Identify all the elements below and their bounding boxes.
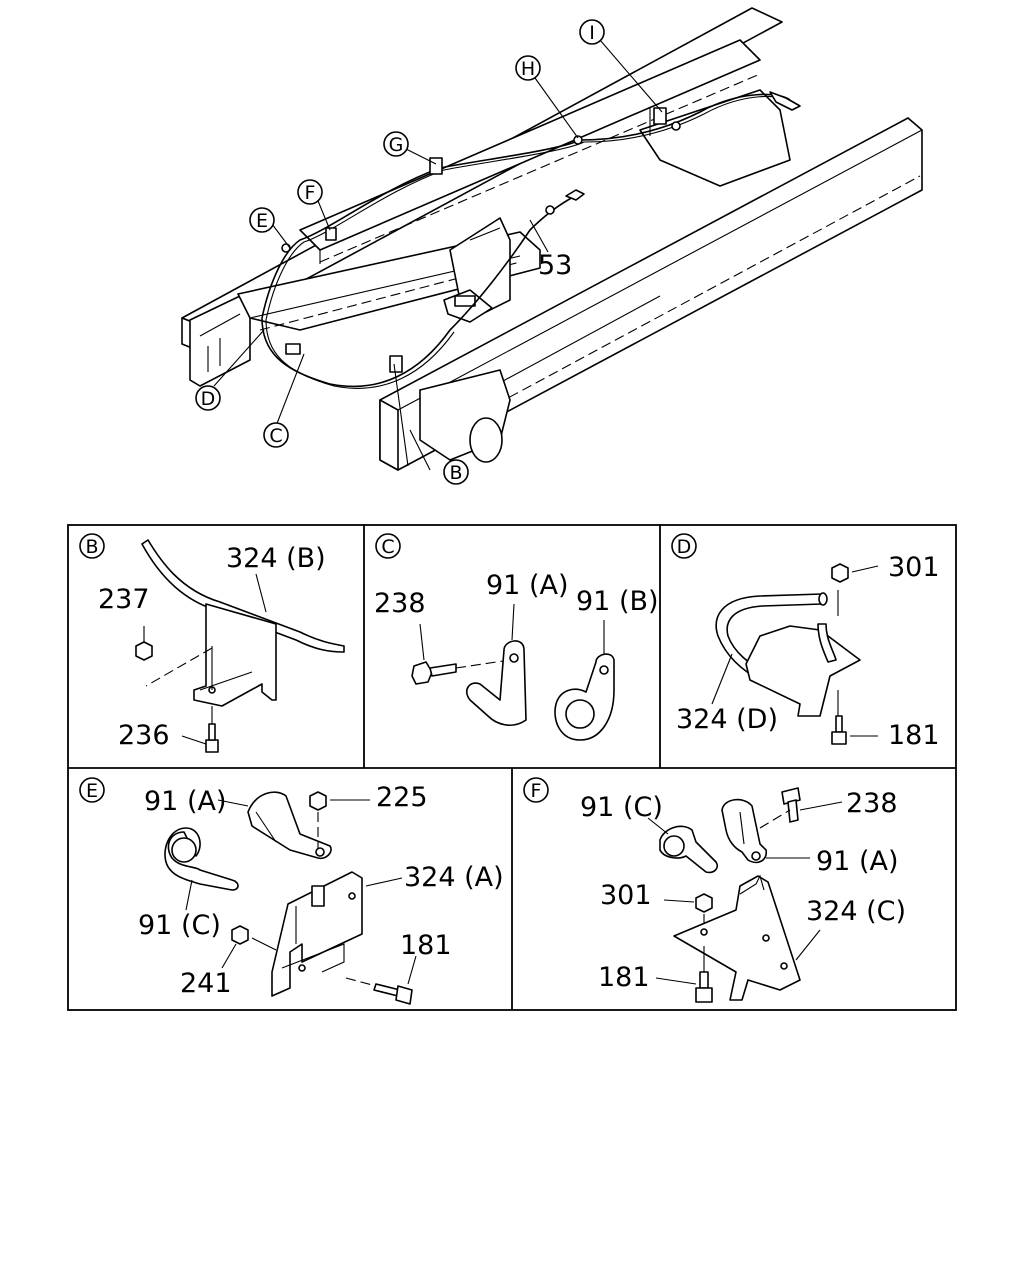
panel-e-label-181: 181 [400, 930, 452, 961]
callout-d-letter: D [201, 388, 216, 410]
callout-i: I [579, 19, 605, 45]
panel-b-letter: B [85, 536, 98, 558]
brake-cable-drawing [261, 91, 801, 389]
panel-b-label-236: 236 [118, 720, 170, 751]
panel-d-label-301: 301 [888, 552, 940, 583]
panel-e-label-91a: 91 (A) [144, 786, 226, 817]
panel-e: E 91 (A) 225 324 (A) 91 (C) [79, 777, 504, 1005]
part-label-53: 53 [538, 250, 572, 281]
panel-e-label-241: 241 [180, 968, 232, 999]
callout-g: G [383, 131, 409, 157]
panel-c: C 238 91 (A) 91 (B) [374, 533, 659, 741]
panel-d-letter: D [677, 536, 692, 558]
panel-e-label-91c: 91 (C) [138, 910, 221, 941]
panel-f: F 91 (C) 238 91 (A) 301 324 (C [523, 777, 906, 1003]
panel-c-label-91a: 91 (A) [486, 570, 568, 601]
callout-c: C [263, 422, 289, 448]
panel-e-label-225: 225 [376, 782, 428, 813]
panel-f-letter: F [531, 780, 542, 802]
callout-g-letter: G [389, 134, 404, 156]
callout-e: E [249, 207, 275, 233]
panel-f-label-181: 181 [598, 962, 650, 993]
callout-e-letter: E [256, 210, 268, 232]
callout-h: H [515, 55, 541, 81]
panel-c-label-238: 238 [374, 588, 426, 619]
detail-grid [67, 524, 957, 1011]
panel-b-label-237: 237 [98, 584, 150, 615]
panel-e-letter: E [86, 780, 98, 802]
callout-b: B [443, 459, 469, 485]
panel-b-label-324: 324 (B) [226, 543, 326, 574]
panel-d-label-181: 181 [888, 720, 940, 751]
callout-h-letter: H [521, 58, 535, 80]
panel-d-label-324: 324 (D) [676, 704, 778, 735]
callout-b-letter: B [449, 462, 462, 484]
callout-c-letter: C [269, 425, 282, 447]
callout-f: F [297, 179, 323, 205]
chassis-frame-drawing [181, 7, 923, 471]
panel-c-label-91b: 91 (B) [576, 586, 659, 617]
panel-f-label-301: 301 [600, 880, 652, 911]
overview-leaders [213, 39, 663, 467]
callout-d: D [195, 385, 221, 411]
panel-b: B 324 (B) 237 236 [79, 533, 345, 753]
panel-f-label-324: 324 (C) [806, 896, 906, 927]
panel-f-label-91c: 91 (C) [580, 792, 663, 823]
panel-c-letter: C [381, 536, 394, 558]
panel-e-label-324: 324 (A) [404, 862, 504, 893]
callout-f-letter: F [305, 182, 316, 204]
callout-i-letter: I [589, 22, 595, 44]
panel-f-label-91a: 91 (A) [816, 846, 898, 877]
panel-f-label-238: 238 [846, 788, 898, 819]
panel-d: D 301 324 (D) 181 [671, 533, 940, 751]
